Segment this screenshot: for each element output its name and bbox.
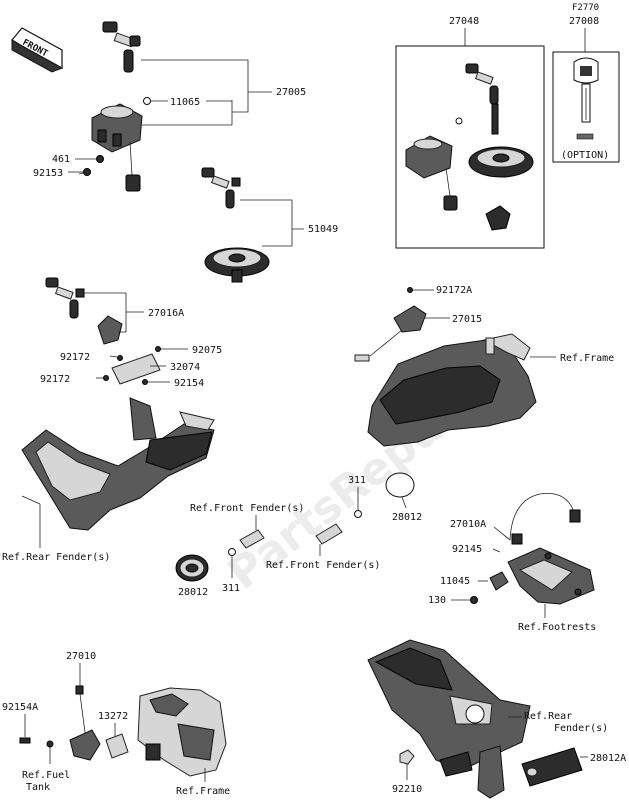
- nut-92210-icon: [399, 749, 415, 765]
- label-27005: 27005: [276, 87, 306, 98]
- label-ref-front-fender-lower: Ref.Front Fender(s): [266, 560, 380, 571]
- label-28012-right: 28012: [392, 512, 422, 523]
- rear-fender-left-icon: [21, 397, 215, 531]
- cover-28012-right-icon: [385, 472, 415, 498]
- key-27016A-icon: [45, 277, 85, 319]
- label-27010A: 27010A: [450, 519, 486, 530]
- key-27048-icon: [465, 63, 499, 135]
- label-32074: 32074: [170, 362, 200, 373]
- label-F2770: F2770: [572, 3, 599, 13]
- switch-11045-icon: [470, 571, 509, 604]
- label-311-left: 311: [222, 583, 240, 594]
- label-92172-upper: 92172: [60, 352, 90, 363]
- label-27016A: 27016A: [148, 308, 184, 319]
- plate-13272-icon: [105, 733, 129, 759]
- reflector-28012A-icon: [521, 747, 583, 787]
- label-92172A: 92172A: [436, 285, 472, 296]
- label-ref-rear-fender-right-1: Ref.Rear: [524, 711, 572, 722]
- bolt-92154A-icon: [19, 737, 54, 748]
- label-92210: 92210: [392, 784, 422, 795]
- label-311-right: 311: [348, 475, 366, 486]
- lock-27016A-icon: [97, 315, 123, 345]
- label-27015: 27015: [452, 314, 482, 325]
- label-ref-fuel-tank: Tank: [26, 782, 50, 793]
- screw-92153-icon: [78, 168, 91, 176]
- label-ref-rear-fender-right-2: Fender(s): [554, 723, 608, 734]
- switch-27010-icon: [69, 685, 101, 761]
- label-27048: 27048: [449, 16, 479, 27]
- ignition-switch-27005-icon: [91, 97, 151, 192]
- label-ref-footrests: Ref.Footrests: [518, 622, 596, 633]
- label-28012A: 28012A: [590, 753, 626, 764]
- footrest-bracket-icon: [507, 547, 595, 605]
- frame-bottom-icon: [137, 687, 227, 777]
- ignition-switch-27048-icon: [405, 117, 463, 211]
- lock-27048-icon: [485, 205, 511, 231]
- label-92145: 92145: [452, 544, 482, 555]
- chip-icon: [576, 133, 594, 140]
- label-130: 130: [428, 595, 446, 606]
- fuel-cap-27048-icon: [468, 146, 534, 178]
- label-option: (OPTION): [561, 150, 609, 161]
- label-92154: 92154: [174, 378, 204, 389]
- sensor-27010A-icon: [509, 493, 581, 545]
- label-11065: 11065: [170, 97, 200, 108]
- label-ref-frame-bottom: Ref.Frame: [176, 786, 230, 797]
- grommet-right-icon: [315, 510, 362, 545]
- front-arrow-icon: FRONT: [11, 27, 64, 73]
- cover-28012-left-icon: [175, 554, 209, 582]
- label-92172-lower: 92172: [40, 374, 70, 385]
- label-461: 461: [52, 154, 70, 165]
- label-ref-frame-right: Ref.Frame: [560, 353, 614, 364]
- grommet-left-icon: [228, 529, 265, 556]
- rear-fender-right-icon: [367, 639, 531, 799]
- key-27008-icon: [573, 57, 599, 123]
- bracket-32074-icon: [103, 346, 161, 385]
- label-27010: 27010: [66, 651, 96, 662]
- switch-27015-icon: [354, 287, 427, 362]
- label-ref-rear-fender-left: Ref.Rear Fender(s): [2, 552, 110, 563]
- label-92153: 92153: [33, 168, 63, 179]
- key-27005-icon: [102, 21, 141, 73]
- bolt-461-icon: [96, 155, 104, 163]
- label-27008: 27008: [569, 16, 599, 27]
- fuel-cap-51049-icon: [204, 247, 270, 283]
- label-13272: 13272: [98, 711, 128, 722]
- key-51049-icon: [201, 167, 241, 209]
- label-11045: 11045: [440, 576, 470, 587]
- frame-right-icon: [367, 333, 537, 447]
- label-ref-fuel: Ref.Fuel: [22, 770, 70, 781]
- label-28012-left: 28012: [178, 587, 208, 598]
- label-92154A: 92154A: [2, 702, 38, 713]
- label-ref-front-fender-upper: Ref.Front Fender(s): [190, 503, 304, 514]
- label-51049: 51049: [308, 224, 338, 235]
- label-92075: 92075: [192, 345, 222, 356]
